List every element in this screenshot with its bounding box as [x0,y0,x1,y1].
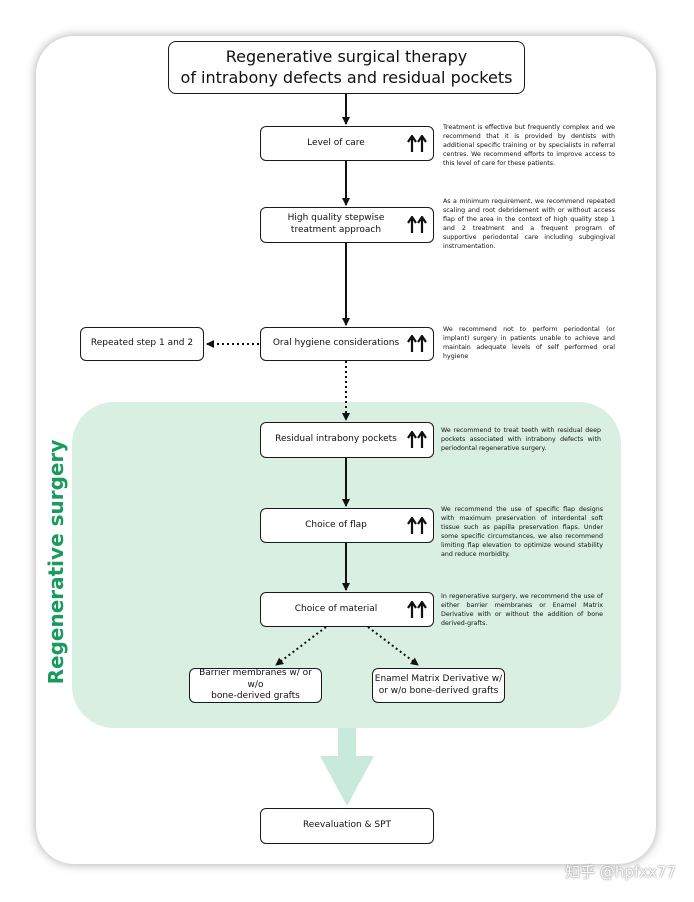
big-arrow-to-reevaluation [320,728,374,806]
residual-pockets-box: Residual intrabony pockets [260,422,434,458]
double-up-arrow-icon [407,216,427,233]
double-up-arrow-icon [407,431,427,448]
oral-hygiene-description: We recommend not to perform periodontal … [443,326,615,360]
level-of-care-box: Level of care [260,126,434,161]
choice-of-flap-box: Choice of flap [260,508,434,543]
repeated-step-box: Repeated step 1 and 2 [80,327,204,361]
enamel-matrix-derivative-box: Enamel Matrix Derivative w/ or w/o bone-… [372,668,505,703]
arrow-material-to-emd [367,626,419,666]
title-line-1: Regenerative surgical therapy [225,46,468,66]
reevaluation-box: Reevaluation & SPT [260,808,434,844]
stepwise-description: As a minimum requirement, we recommend r… [443,198,615,250]
choice-of-flap-description: We recommend the use of specific flap de… [441,506,603,558]
double-up-arrow-icon [407,516,427,534]
level-of-care-description: Treatment is effective but frequently co… [443,124,615,167]
oral-hygiene-box: Oral hygiene considerations [260,327,434,361]
stepwise-box: High quality stepwise treatment approach [260,207,434,243]
arrow-material-to-barrier [275,626,327,666]
double-up-arrow-icon [407,600,427,618]
residual-pockets-description: We recommend to treat teeth with residua… [441,427,601,452]
choice-of-material-description: In regenerative surgery, we recommend th… [441,593,603,627]
double-up-arrow-icon [407,134,427,152]
title-line-2: of intrabony defects and residual pocket… [180,67,513,87]
barrier-membranes-box: Barrier membranes w/ or w/o bone-derived… [189,668,322,703]
watermark: 知乎 @hpfxx77 [565,863,676,881]
double-up-arrow-icon [407,335,427,352]
choice-of-material-box: Choice of material [260,592,434,627]
title-box: Regenerative surgical therapy of intrabo… [168,41,525,94]
